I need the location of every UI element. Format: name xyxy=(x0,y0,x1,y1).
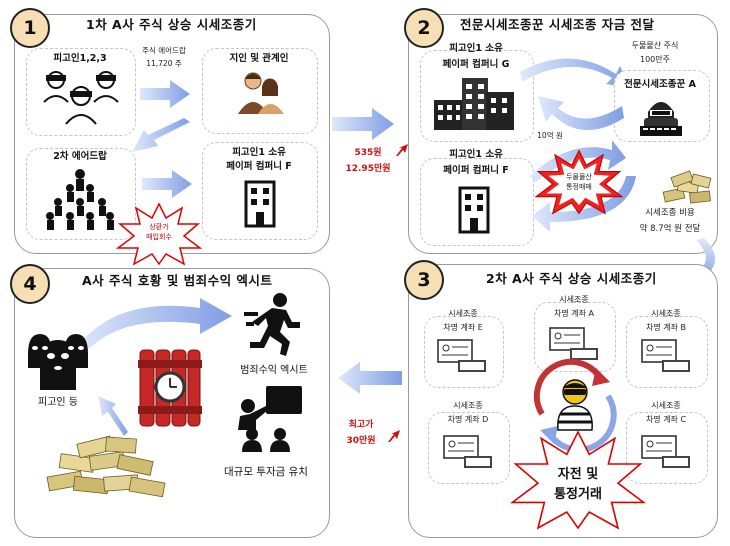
arrow-right-2 xyxy=(142,170,192,198)
arrow-diag-up-left xyxy=(98,396,128,436)
airdrop-qty: 11,720 주 xyxy=(146,59,182,68)
bankbook-icon-b xyxy=(641,339,690,372)
burst-repurchase xyxy=(115,202,203,266)
panel-2-title: 전문시세조종꾼 시세조종 자금 전달 xyxy=(460,17,655,32)
burst-matched-trading-line2: 통정매매 xyxy=(566,183,592,191)
building-icon xyxy=(244,180,276,228)
shares-qty: 100만주 xyxy=(640,55,670,64)
account-b-line1: 시세조종 xyxy=(651,309,681,318)
airdrop-label: 주식 에어드랍 xyxy=(142,46,186,55)
acquaintances-label: 지인 및 관계인 xyxy=(229,53,289,64)
paper-company-g-owner: 피고인1 소유 xyxy=(449,43,503,54)
people-icon xyxy=(238,72,284,114)
arrow-right-1 xyxy=(140,80,190,108)
account-a-line2: 차명 계좌 A xyxy=(554,309,594,318)
second-airdrop-box xyxy=(26,148,136,240)
money-pile-icon xyxy=(662,170,712,204)
building-icon-2 xyxy=(458,186,490,234)
step-number-4: 4 xyxy=(10,264,50,304)
bankbook-icon-e xyxy=(437,339,486,372)
account-e-line2: 차명 계좌 E xyxy=(443,323,483,332)
shares-label: 두물물산 주식 xyxy=(631,41,679,50)
up-arrow-icon-2 xyxy=(388,430,400,442)
manipulator-a-label: 전문시세조종꾼 A xyxy=(624,79,696,90)
arrow-curved-to-exit xyxy=(76,298,232,348)
account-c-line1: 시세조종 xyxy=(651,401,681,410)
ten-billion-label: 10억 원 xyxy=(537,131,563,140)
paper-company-f-owner-2: 피고인1 소유 xyxy=(449,149,503,160)
paper-company-f-owner-1: 피고인1 소유 xyxy=(232,147,286,158)
account-a-line1: 시세조종 xyxy=(559,295,589,304)
arrow-f-to-a xyxy=(530,140,626,182)
account-e-line1: 시세조종 xyxy=(448,309,478,318)
arrow-a-to-f xyxy=(532,176,636,232)
price-535: 535원 xyxy=(354,148,382,158)
paper-company-g-name: 페이퍼 컴퍼니 G xyxy=(442,59,510,70)
peak-price-value: 30만원 xyxy=(346,436,376,446)
account-b-line2: 차명 계좌 B xyxy=(645,323,686,332)
step-number-2: 2 xyxy=(404,8,444,48)
investor-presentation-icon xyxy=(238,386,302,452)
cost-label: 시세조종 비용 xyxy=(645,208,695,218)
panel-1-title: 1차 A사 주식 상승 시세조종기 xyxy=(86,17,257,32)
burst-matched-trading-line1: 두물물산 xyxy=(566,173,592,181)
burst-wash-trading-line2: 통정거래 xyxy=(554,487,602,502)
paper-company-f-name-1: 페이퍼 컴퍼니 F xyxy=(226,161,292,172)
cost-amount: 약 8.7억 원 전달 xyxy=(639,224,701,234)
burst-matched-trading xyxy=(534,149,624,215)
defendants-etc-label: 피고인 등 xyxy=(38,397,78,408)
defendants-label: 피고인1,2,3 xyxy=(53,53,107,64)
office-building-icon xyxy=(434,78,514,130)
hooded-defendants-icon xyxy=(28,334,88,390)
robber-icon xyxy=(557,379,593,431)
account-d-box xyxy=(428,412,510,484)
panel-4-title: A사 주식 호황 및 범죄수익 엑시트 xyxy=(82,273,273,288)
step-number-3: 3 xyxy=(404,260,444,300)
account-d-line2: 차명 계좌 D xyxy=(447,415,489,424)
running-man-icon xyxy=(244,293,300,356)
curved-arrow-shares xyxy=(520,58,630,88)
second-airdrop-label: 2차 에어드랍 xyxy=(53,151,107,162)
arrow-ten-billion xyxy=(538,96,624,131)
peak-price-label: 최고가 xyxy=(348,420,374,430)
amount-1295: 12.95만원 xyxy=(345,164,391,174)
arrow-panel3-to-panel4 xyxy=(338,362,402,394)
investment-label: 대규모 투자금 유치 xyxy=(224,466,308,478)
up-arrow-icon-1 xyxy=(396,144,408,156)
burst-repurchase-line2: 매입회수 xyxy=(146,233,172,241)
circular-arrows xyxy=(533,358,617,453)
dynamite-timer-icon xyxy=(138,349,202,427)
hacker-icon xyxy=(640,102,682,136)
exit-label: 범죄수익 엑시트 xyxy=(240,365,308,376)
arrow-panel1-to-panel2 xyxy=(332,108,394,140)
account-d-line1: 시세조종 xyxy=(453,401,483,410)
burst-repurchase-line1: 상환가 xyxy=(149,223,169,231)
bankbook-icon-c xyxy=(641,435,690,468)
burst-wash-trading-line1: 자전 및 xyxy=(557,467,599,482)
bankbook-icon-d xyxy=(443,435,492,468)
acquaintances-box xyxy=(202,48,318,134)
paper-company-f-name-2: 페이퍼 컴퍼니 F xyxy=(443,165,509,176)
panel-3-title: 2차 A사 주식 상승 시세조종기 xyxy=(486,271,657,286)
bankbook-icon-a xyxy=(549,327,598,360)
arrow-diag-down-left xyxy=(132,118,190,152)
account-c-line2: 차명 계좌 C xyxy=(645,415,687,424)
step-number-1: 1 xyxy=(10,8,50,48)
masked-defendants-icon xyxy=(43,71,119,125)
large-money-pile-icon xyxy=(46,435,166,498)
burst-wash-trading xyxy=(510,430,646,530)
crowd-icon xyxy=(46,169,114,230)
